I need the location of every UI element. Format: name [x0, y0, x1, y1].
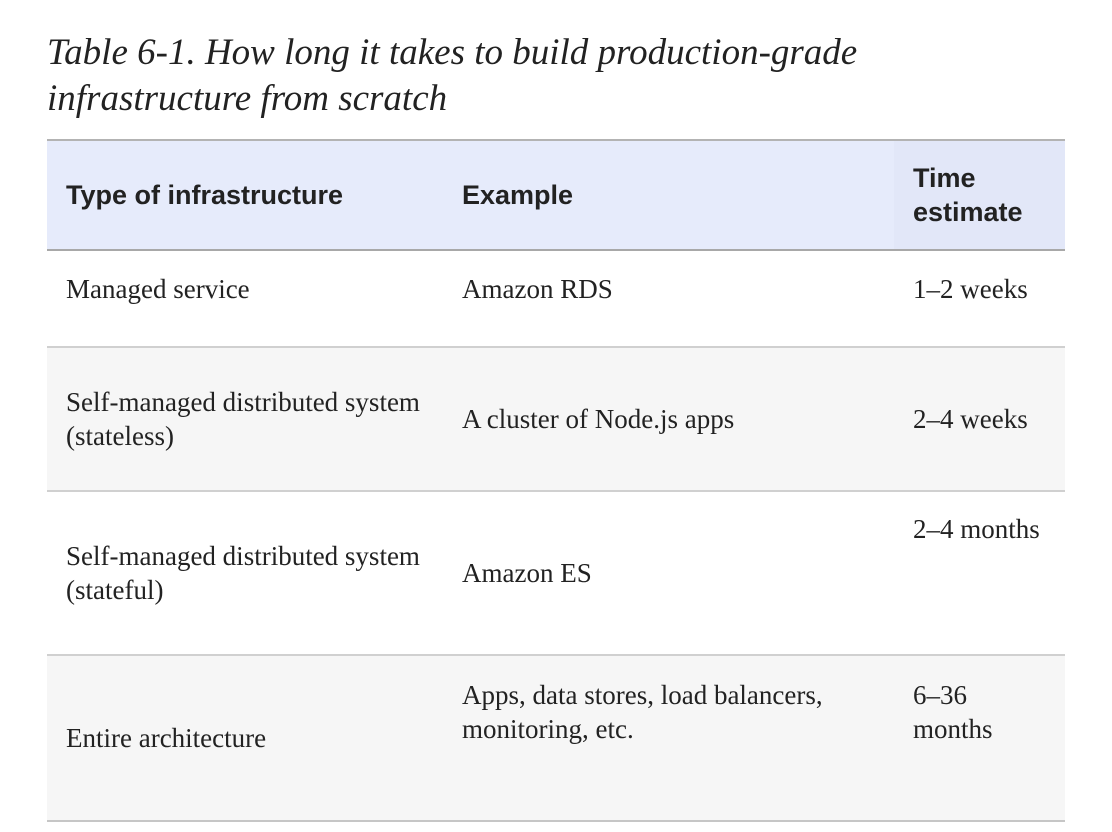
cell-time-estimate: 1–2 weeks	[894, 250, 1065, 348]
cell-example: Apps, data stores, load balancers, monit…	[443, 655, 894, 822]
cell-example: A cluster of Node.js apps	[443, 347, 894, 492]
table-row: Self-managed distributed system (statele…	[47, 347, 1065, 492]
infrastructure-time-table: Type of infrastructure Example Time esti…	[47, 139, 1065, 822]
table-caption: Table 6-1. How long it takes to build pr…	[47, 32, 858, 119]
cell-time-estimate: 6–36 months	[894, 655, 1065, 822]
cell-example: Amazon RDS	[443, 250, 894, 348]
cell-time-estimate: 2–4 months	[894, 491, 1065, 656]
header-row: Type of infrastructure Example Time esti…	[47, 139, 1065, 251]
cell-type: Managed service	[47, 250, 443, 348]
table-row: Entire architecture Apps, data stores, l…	[47, 655, 1065, 822]
header-example: Example	[443, 139, 894, 251]
cell-example: Amazon ES	[443, 491, 894, 656]
header-time-estimate: Time estimate	[894, 139, 1065, 251]
table-body: Managed service Amazon RDS 1–2 weeks Sel…	[47, 250, 1065, 822]
header-type-of-infrastructure: Type of infrastructure	[47, 139, 443, 251]
table-row: Self-managed distributed system (statefu…	[47, 491, 1065, 656]
table-header: Type of infrastructure Example Time esti…	[47, 139, 1065, 251]
cell-type: Entire architecture	[47, 655, 443, 822]
cell-time-estimate: 2–4 weeks	[894, 347, 1065, 492]
cell-type: Self-managed distributed system (statefu…	[47, 491, 443, 656]
table-row: Managed service Amazon RDS 1–2 weeks	[47, 250, 1065, 348]
cell-type: Self-managed distributed system (statele…	[47, 347, 443, 492]
